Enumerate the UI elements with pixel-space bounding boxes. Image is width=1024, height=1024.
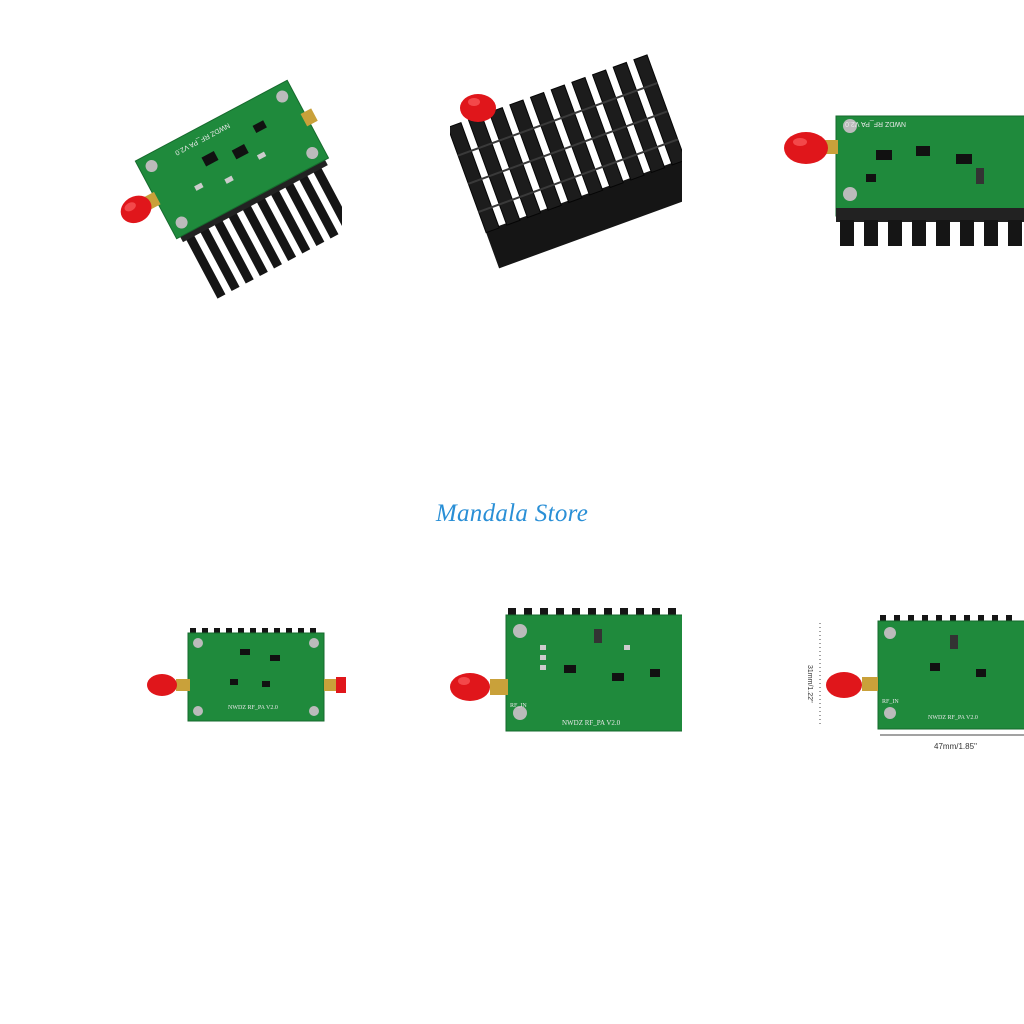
store-name: Mandala Store bbox=[435, 500, 589, 527]
photo-amplifier-dimensions: 31mm/1.22'' RF_IN NWDZ RF_PA V2.0 47mm/1… bbox=[800, 605, 1024, 755]
photo-amplifier-top-large: RF_IN NWDZ RF_PA V2.0 bbox=[444, 605, 682, 735]
port-in-label-dim: RF_IN bbox=[882, 699, 899, 705]
silkscreen-label-dim: NWDZ RF_PA V2.0 bbox=[928, 715, 978, 721]
height-dimension-label: 31mm/1.22'' bbox=[806, 665, 813, 703]
width-dimension-label: 47mm/1.85'' bbox=[934, 742, 978, 751]
silkscreen-label-small: NWDZ RF_PA V2.0 bbox=[228, 705, 278, 711]
svg-text:NWDZ RF_PA V2.0: NWDZ RF_PA V2.0 bbox=[845, 120, 906, 127]
photo-amplifier-side: NWDZ RF_PA V2.0 bbox=[776, 110, 1024, 250]
photo-heatsink bbox=[450, 50, 682, 290]
photo-amplifier-top-small: NWDZ RF_PA V2.0 bbox=[140, 625, 346, 725]
photo-amplifier-angled: NWDZ RF_PA V2.0 bbox=[110, 60, 342, 300]
port-in-label: RF_IN bbox=[510, 703, 527, 709]
silkscreen-label-large: NWDZ RF_PA V2.0 bbox=[562, 719, 621, 727]
